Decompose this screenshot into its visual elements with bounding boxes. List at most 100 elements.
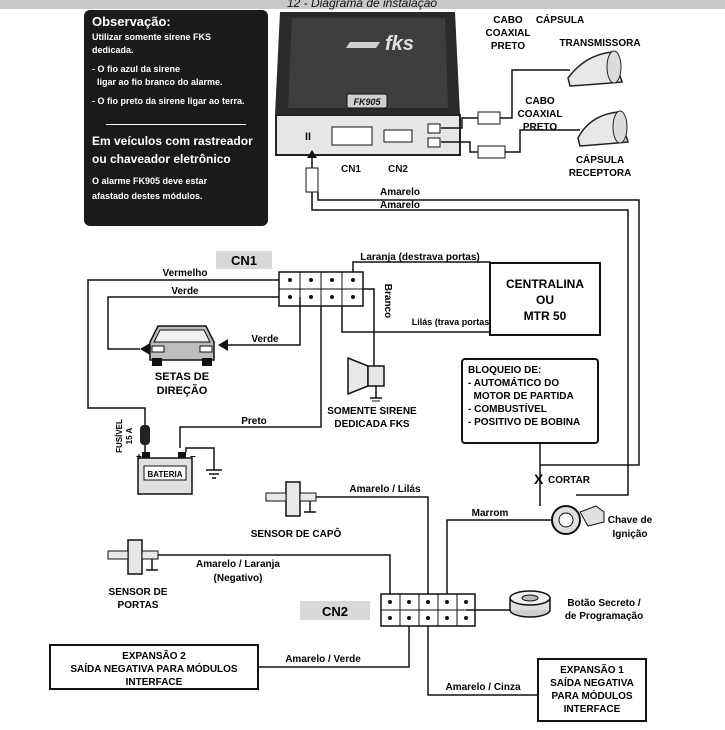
exp2-line-1: EXPANSÃO 2 xyxy=(122,649,186,662)
warning-line-1: O alarme FK905 deve estar xyxy=(92,176,208,186)
cn2-pins xyxy=(388,600,468,620)
receiver-capsule-label-1: CÁPSULA xyxy=(576,153,624,166)
bloqueio-line-4: - COMBUSTÍVEL xyxy=(468,402,547,415)
botao-label-2: de Programação xyxy=(565,611,643,622)
tx-cable-label-2: COAXIAL xyxy=(486,28,531,39)
battery-ground xyxy=(185,447,222,479)
botao-label-1: Botão Secreto / xyxy=(567,598,641,609)
transmitter-capsule xyxy=(567,50,624,87)
bloqueio-line-3: MOTOR DE PARTIDA xyxy=(468,391,574,402)
cn1-pins xyxy=(288,278,355,299)
transmitter-capsule-label-2: TRANSMISSORA xyxy=(559,38,640,49)
fusivel-label-2: 15 A xyxy=(125,427,134,444)
device-cn1-label: CN1 xyxy=(341,164,361,175)
rx-cable-label-2: COAXIAL xyxy=(518,109,563,120)
sirene-label-2: DEDICADA FKS xyxy=(334,419,410,430)
brand-logo: fks xyxy=(385,33,414,55)
battery-plus: + xyxy=(136,452,142,463)
sensor-capo-label: SENSOR DE CAPÔ xyxy=(251,527,342,540)
bloqueio-line-5: - POSITIVO DE BOBINA xyxy=(468,417,580,428)
car-icon xyxy=(149,325,215,366)
rx-plug xyxy=(477,145,506,159)
battery-icon xyxy=(137,452,193,495)
door-sensor-icon xyxy=(107,539,159,575)
centralina-line-1: CENTRALINA xyxy=(506,277,584,291)
cn1-label: CN1 xyxy=(231,253,257,268)
hood-sensor-icon xyxy=(265,481,317,517)
wire-lilas: Lilás (trava portas) xyxy=(412,317,493,327)
wire-amarelo-laranja: Amarelo / Laranja xyxy=(196,559,280,570)
secret-button-icon xyxy=(509,590,551,618)
wire-amarelo-lilas: Amarelo / Lilás xyxy=(349,484,421,495)
exp2-line-3: INTERFACE xyxy=(126,677,183,688)
switch-label: II xyxy=(305,131,311,143)
warning-title-2: ou chaveador eletrônico xyxy=(92,152,231,166)
transmitter-capsule-label-1: CÁPSULA xyxy=(536,13,584,26)
fusivel-label-1: FUSÍVEL xyxy=(115,419,124,453)
cn2-badge xyxy=(300,601,370,620)
wire-amarelo-2: Amarelo xyxy=(380,200,420,211)
centralina-box xyxy=(489,262,601,336)
bloqueio-box xyxy=(461,358,599,444)
rx-cable-label-1: CABO xyxy=(525,96,555,107)
rx-cable-label-3: PRETO xyxy=(523,122,557,133)
wire-marrom: Marrom xyxy=(472,508,509,519)
expansao-2-box xyxy=(49,644,259,690)
wire-amarelo-verde: Amarelo / Verde xyxy=(285,654,361,665)
bloqueio-wires xyxy=(539,443,640,506)
wire-arrow xyxy=(307,150,317,158)
wire-vermelho: Vermelho xyxy=(162,268,207,279)
note-line-5: - O fio preto da sirene ligar ao terra. xyxy=(92,96,245,106)
bloqueio-line-1: BLOQUEIO DE: xyxy=(468,365,541,376)
note-title: Observação: xyxy=(92,14,171,29)
device-cn2-label: CN2 xyxy=(388,164,408,175)
wire-verde-top: Verde xyxy=(171,286,199,297)
note-line-1: Utilizar somente sirene FKS xyxy=(92,32,212,42)
sirene-label-1: SOMENTE SIRENE xyxy=(327,406,417,417)
battery-minus: − xyxy=(190,452,196,463)
cn2-wires xyxy=(158,496,552,696)
wire-preto: Preto xyxy=(241,416,267,427)
note-divider xyxy=(106,124,246,125)
wire-branco: Branco xyxy=(382,284,393,318)
cn2-label: CN2 xyxy=(322,604,348,619)
antenna-cables xyxy=(441,69,580,153)
note-line-2: dedicada. xyxy=(92,45,134,55)
cortar-label: CORTAR xyxy=(548,475,591,486)
cn1-badge xyxy=(216,251,272,269)
warning-title-1: Em veículos com rastreador xyxy=(92,134,253,148)
note-line-3: - O fio azul da sirene xyxy=(92,64,181,74)
wire-negativo: (Negativo) xyxy=(214,573,263,584)
wire-verde-mid: Verde xyxy=(251,334,279,345)
receiver-capsule xyxy=(577,110,630,147)
chave-label-2: Ignição xyxy=(612,529,647,540)
exp1-line-4: INTERFACE xyxy=(564,704,621,715)
setas-label-2: DIREÇÃO xyxy=(157,384,208,397)
tx-cable-label-3: PRETO xyxy=(491,41,525,52)
exp1-line-1: EXPANSÃO 1 xyxy=(560,663,624,676)
sensor-portas-label-1: SENSOR DE xyxy=(109,587,168,598)
ignition-key-icon xyxy=(551,505,605,535)
receiver-capsule-label-2: RECEPTORA xyxy=(569,168,632,179)
wire-laranja: Laranja (destrava portas) xyxy=(360,252,480,263)
inline-fuse xyxy=(305,167,319,193)
warning-line-2: afastado destes módulos. xyxy=(92,191,203,201)
bateria-label: BATERIA xyxy=(148,470,183,479)
observation-panel: Observação: Utilizar somente sirene FKS … xyxy=(84,10,268,226)
note-line-4: ligar ao fio branco do alarme. xyxy=(92,77,223,87)
alarm-module: fks FK905 II CN1 CN2 xyxy=(275,12,461,175)
model-badge: FK905 xyxy=(353,97,381,107)
tx-cable-label-1: CABO xyxy=(493,15,523,26)
centralina-line-2: OU xyxy=(536,293,554,307)
chave-label-1: Chave de xyxy=(608,515,653,526)
header-bar xyxy=(0,0,725,9)
arrow-to-car-left xyxy=(140,343,150,355)
expansao-1-box xyxy=(537,658,647,722)
exp1-line-2: SAÍDA NEGATIVA xyxy=(550,676,634,689)
exp1-line-3: PARA MÓDULOS xyxy=(551,689,632,702)
siren-icon xyxy=(347,356,385,402)
page-title: 12 - Diagrama de instalação xyxy=(287,0,437,10)
fuse-icon xyxy=(140,425,150,445)
cn1-connector xyxy=(278,271,364,307)
